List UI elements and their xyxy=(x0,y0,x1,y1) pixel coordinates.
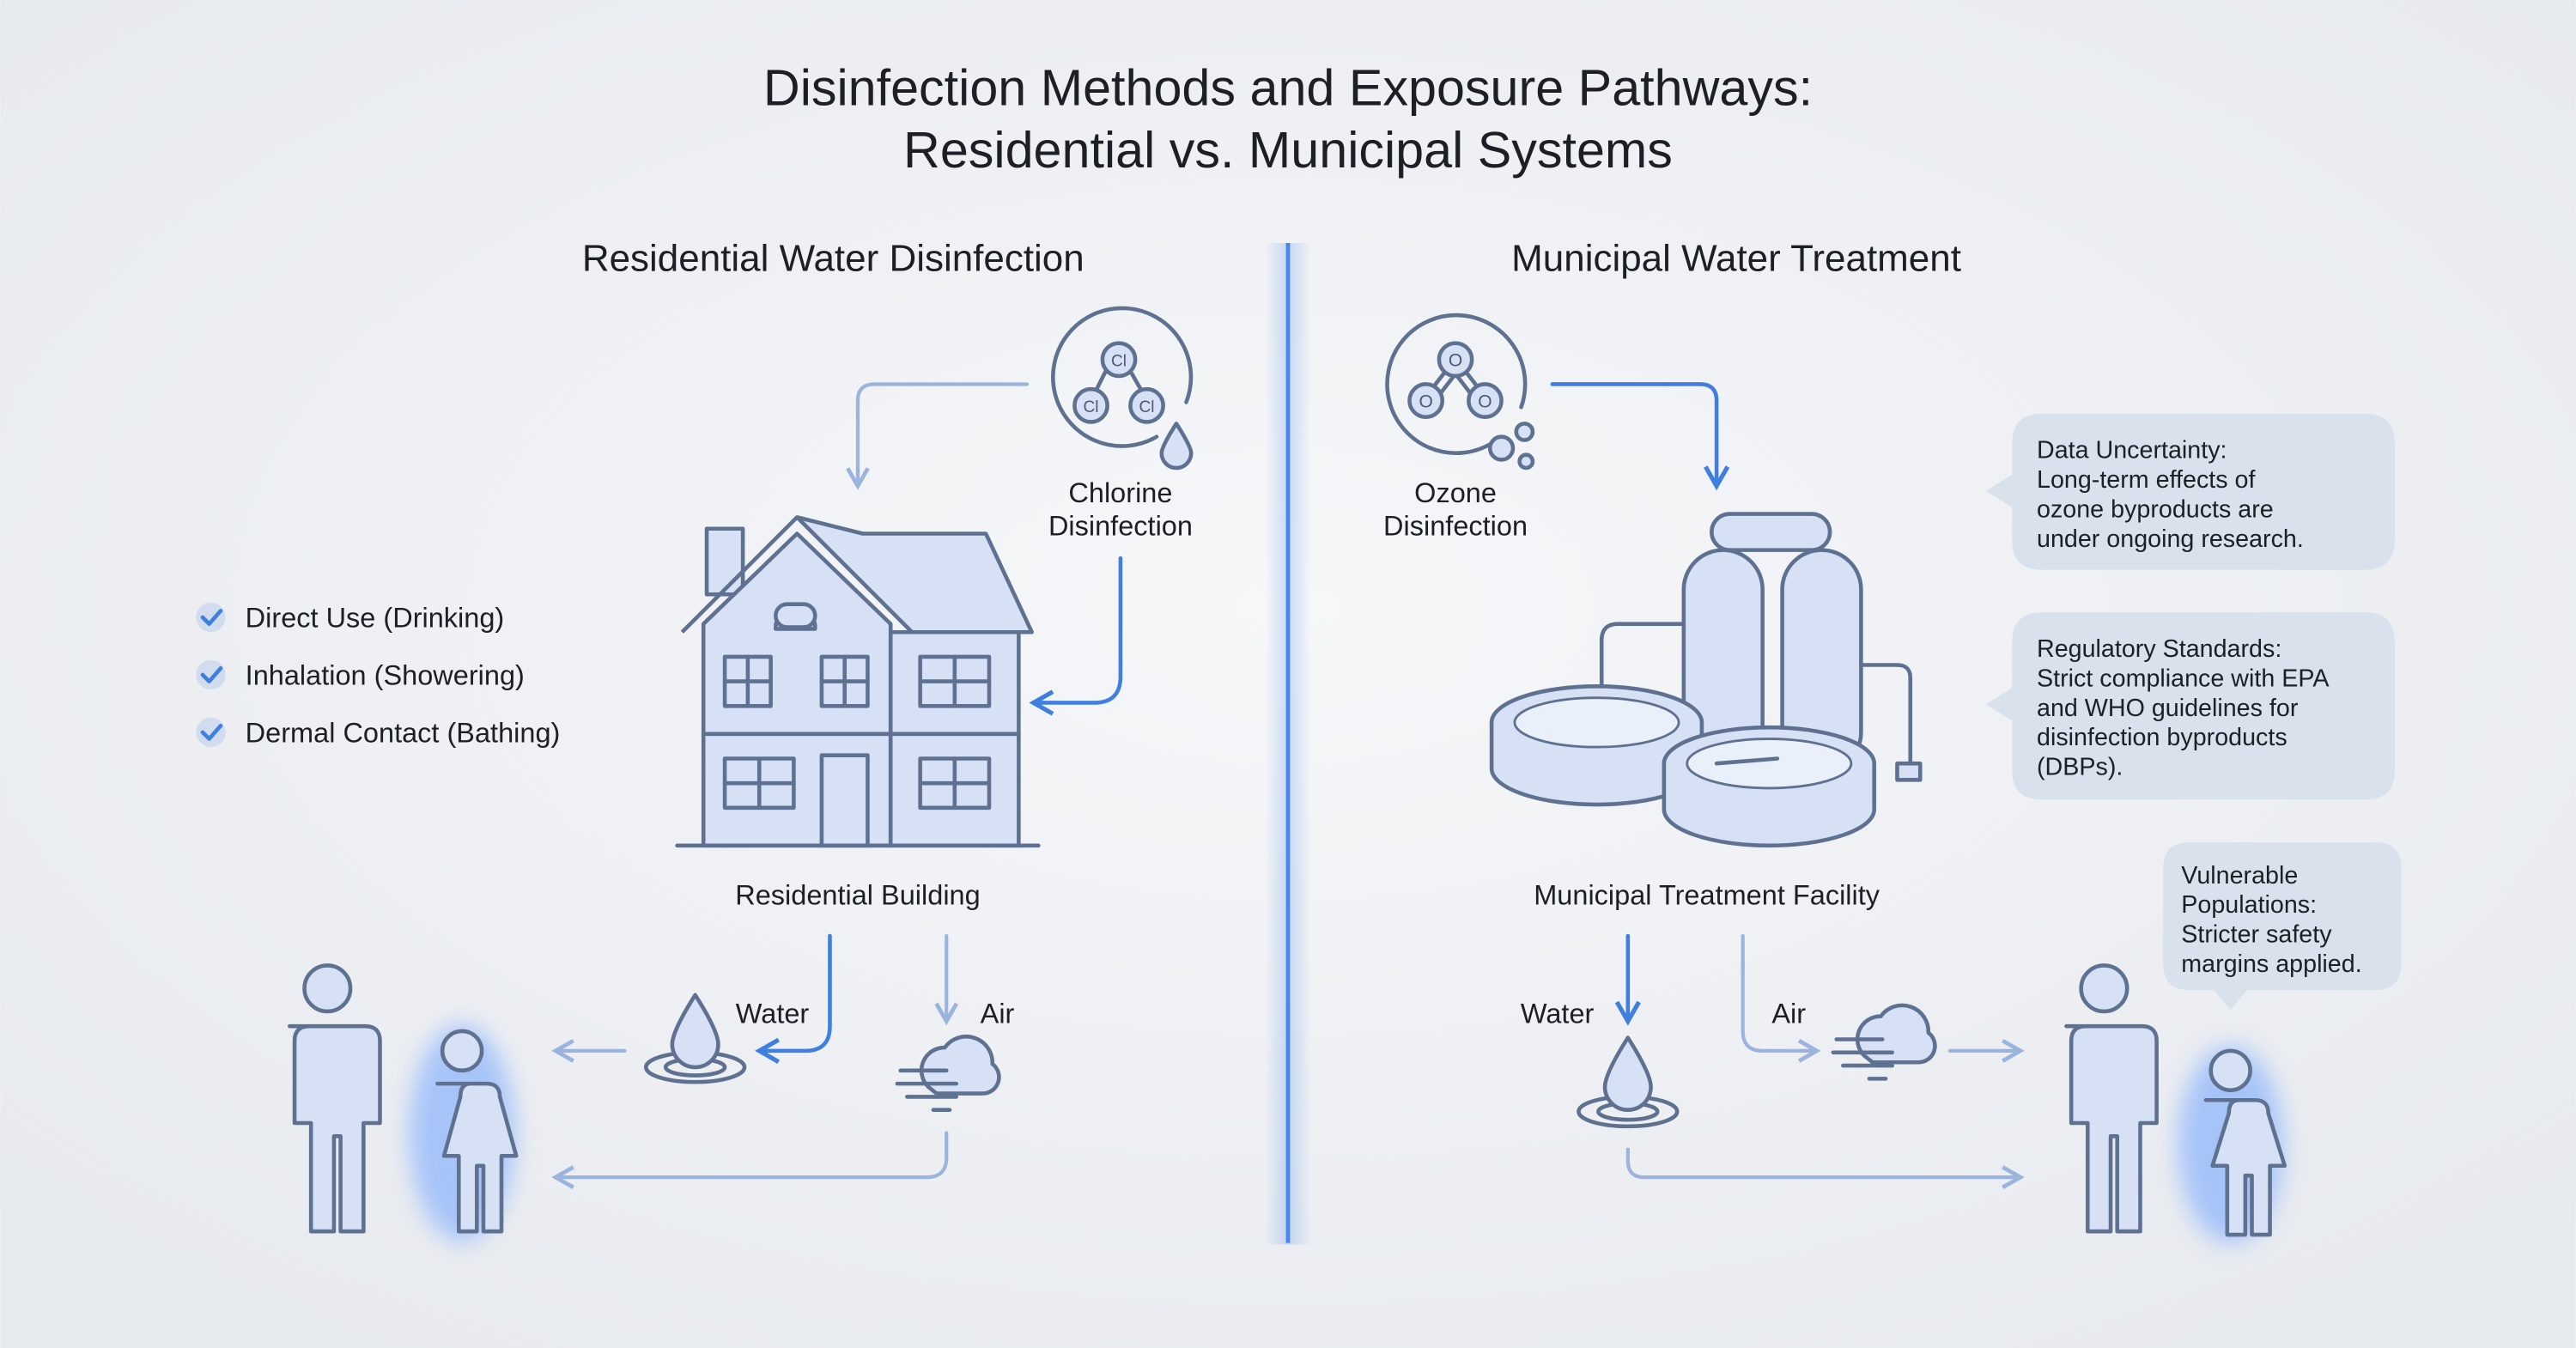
residential-water-label: Water xyxy=(736,998,810,1029)
municipal-air-label: Air xyxy=(1771,998,1806,1029)
water-drop-icon xyxy=(1577,1035,1680,1129)
title-line-2: Residential vs. Municipal Systems xyxy=(903,121,1673,179)
svg-text:Cl: Cl xyxy=(1111,352,1127,370)
house-icon xyxy=(675,515,1041,848)
ozone-label-2: Disinfection xyxy=(1383,510,1528,541)
svg-text:O: O xyxy=(1478,392,1492,411)
residential-heading: Residential Water Disinfection xyxy=(582,238,1084,280)
arrow-ozone-to-facility xyxy=(1550,382,1730,491)
title-line-1: Disinfection Methods and Exposure Pathwa… xyxy=(763,58,1813,116)
check-icon xyxy=(200,609,223,626)
svg-text:O: O xyxy=(1419,392,1432,411)
check-icon xyxy=(200,666,223,683)
cloud-wind-icon xyxy=(895,1034,1001,1113)
ozone-label-1: Ozone xyxy=(1414,477,1497,508)
svg-text:Cl: Cl xyxy=(1084,398,1099,416)
residential-air-label: Air xyxy=(981,998,1015,1029)
municipal-heading: Municipal Water Treatment xyxy=(1511,238,1961,280)
svg-text:Cl: Cl xyxy=(1139,398,1155,416)
chlorine-label-2: Disinfection xyxy=(1048,510,1193,541)
check-icon xyxy=(200,723,223,741)
municipal-water-label: Water xyxy=(1521,998,1595,1029)
svg-text:O: O xyxy=(1449,350,1462,370)
facility-label: Municipal Treatment Facility xyxy=(1534,880,1880,911)
residential-building-label: Residential Building xyxy=(735,880,980,911)
exposure-routes-list: Direct Use (Drinking) Inhalation (Shower… xyxy=(196,602,560,748)
svg-text:Regulatory Standards:Strict co: Regulatory Standards:Strict compliance w… xyxy=(2037,635,2330,781)
svg-text:Direct Use (Drinking): Direct Use (Drinking) xyxy=(246,602,505,633)
adult-person-icon xyxy=(2064,963,2159,1234)
child-person-icon xyxy=(2178,1046,2287,1243)
svg-text:Inhalation (Showering): Inhalation (Showering) xyxy=(246,659,525,690)
child-person-icon xyxy=(409,1024,519,1242)
treatment-facility-icon xyxy=(1489,512,1923,848)
list-item: Direct Use (Drinking) xyxy=(196,602,504,633)
water-drop-icon xyxy=(1159,422,1194,471)
arrow-air-to-people xyxy=(551,1131,949,1189)
adult-person-icon xyxy=(288,963,382,1234)
ozone-molecule-icon: O O O xyxy=(1385,313,1535,471)
callout-regulatory-standards: Regulatory Standards:Strict compliance w… xyxy=(1985,612,2395,800)
svg-text:Data Uncertainty:Long-term eff: Data Uncertainty:Long-term effects ofozo… xyxy=(2037,437,2304,553)
list-item: Dermal Contact (Bathing) xyxy=(196,717,560,748)
arrow-water-to-people xyxy=(1625,1147,2025,1189)
arrow-chlorine-to-house xyxy=(1029,556,1123,716)
arrow-facility-to-air xyxy=(1741,933,1821,1063)
water-drop-icon xyxy=(643,993,747,1084)
arrow-chlorine-to-house-top xyxy=(846,382,1030,490)
cloud-wind-icon xyxy=(1831,1003,1937,1081)
arrow-house-to-water xyxy=(755,933,832,1064)
chlorine-molecule-icon: Cl Cl Cl xyxy=(1051,306,1194,471)
list-item: Inhalation (Showering) xyxy=(196,659,525,690)
chlorine-label-1: Chlorine xyxy=(1068,477,1172,508)
svg-text:Dermal Contact (Bathing): Dermal Contact (Bathing) xyxy=(246,717,561,748)
